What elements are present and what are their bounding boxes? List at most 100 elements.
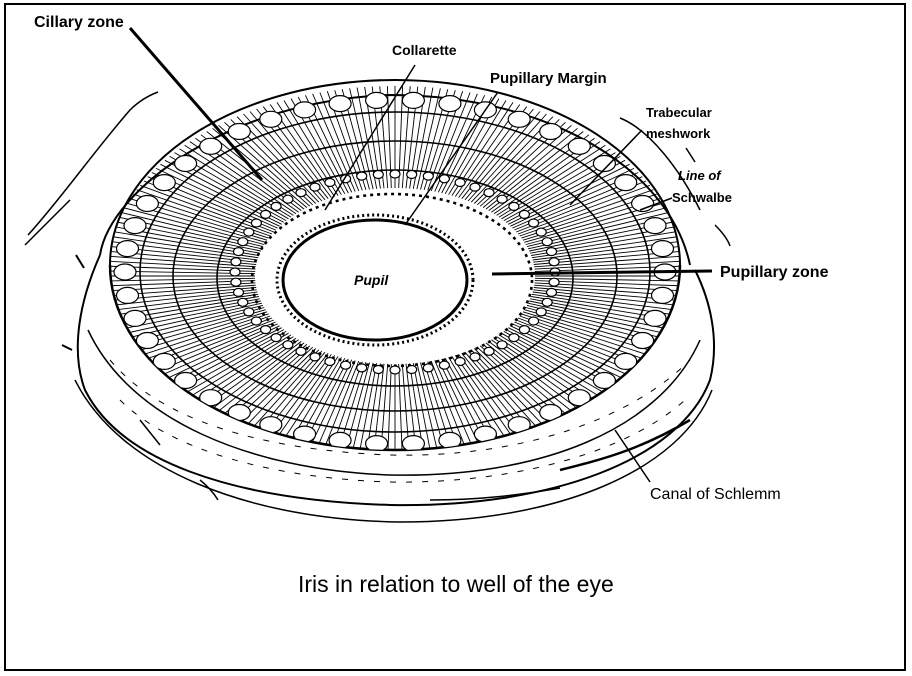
label-collarette: Collarette [392,42,457,58]
label-line-of-schwalbe-line1: Line of [678,168,721,183]
collarette-crypt [296,347,306,355]
collarette-crypt [439,361,449,369]
collarette-crypt [261,326,271,334]
collarette-crypt [325,358,335,366]
iris-crypt [652,241,674,257]
collarette-crypt [529,317,539,325]
collarette-crypt [283,195,293,203]
iris-crypt [644,218,666,234]
collarette-crypt [547,248,557,256]
collarette-crypt [509,202,519,210]
collarette-crypt [357,364,367,372]
collarette-crypt [547,288,557,296]
collarette-crypt [238,238,248,246]
collarette-crypt [407,366,417,374]
collarette-crypt [549,278,559,286]
collarette-crypt [536,228,546,236]
collarette-crypt [231,258,241,266]
iris-crypt [329,96,351,112]
iris-crypt [260,111,282,127]
iris-crypt [117,287,139,303]
iris-crypt [136,196,158,212]
iris-crypt [366,436,388,452]
collarette-crypt [244,228,254,236]
collarette-crypt [283,341,293,349]
collarette-crypt [470,353,480,361]
label-line-of-schwalbe-line2: Schwalbe [672,190,732,205]
collarette-crypt [519,210,529,218]
iris-crypt [508,111,530,127]
collarette-crypt [244,308,254,316]
collarette-crypt [484,347,494,355]
collarette-crypt [230,268,240,276]
iris-crypt [540,405,562,421]
collarette-crypt [390,366,400,374]
collarette-crypt [261,210,271,218]
iris-crypt [228,405,250,421]
iris-crypt [402,436,424,452]
iris-crypt [568,390,590,406]
iris-crypt [153,175,175,191]
iris-crypt [136,333,158,349]
iris-crypt [568,138,590,154]
collarette-crypt [549,258,559,266]
collarette-crypt [341,361,351,369]
collarette-crypt [455,358,465,366]
label-pupil: Pupil [354,272,388,288]
iris-crypt [402,92,424,108]
iris-crypt [175,156,197,172]
iris-crypt [439,96,461,112]
collarette-crypt [497,341,507,349]
collarette-crypt [373,366,383,374]
label-ciliary-zone: Cillary zone [34,14,124,32]
collarette-crypt [251,219,261,227]
collarette-crypt [234,248,244,256]
collarette-crypt [423,172,433,180]
collarette-crypt [542,298,552,306]
collarette-crypt [455,179,465,187]
collarette-crypt [536,308,546,316]
collarette-crypt [373,171,383,179]
collarette-crypt [310,353,320,361]
collarette-crypt [423,364,433,372]
iris-crypt [124,310,146,326]
collarette-crypt [234,288,244,296]
collarette-crypt [509,334,519,342]
collarette-crypt [357,172,367,180]
collarette-crypt [542,238,552,246]
collarette-crypt [296,189,306,197]
collarette-crypt [484,189,494,197]
label-pupillary-zone: Pupillary zone [720,264,828,282]
iris-crypt [632,333,654,349]
collarette-crypt [390,170,400,178]
label-trabecular-line1: Trabecular [646,105,712,120]
collarette-crypt [497,195,507,203]
iris-crypt [124,218,146,234]
iris-crypt [114,264,136,280]
collarette-crypt [251,317,261,325]
collarette-crypt [407,171,417,179]
iris-crypt [540,124,562,140]
label-trabecular-line2: meshwork [646,126,710,141]
collarette-crypt [310,183,320,191]
collarette-crypt [529,219,539,227]
iris-crypt [200,390,222,406]
collarette-crypt [439,175,449,183]
iris-crypt [117,241,139,257]
iris-crypt [366,92,388,108]
iris-crypt [294,102,316,118]
iris-crypt [228,124,250,140]
label-canal-of-schlemm: Canal of Schlemm [650,486,781,504]
collarette-crypt [271,334,281,342]
iris-crypt [652,287,674,303]
collarette-crypt [519,326,529,334]
collarette-crypt [470,183,480,191]
collarette-crypt [325,179,335,187]
iris-crypt [644,310,666,326]
label-pupillary-margin: Pupillary Margin [490,70,607,87]
iris-crypt [615,175,637,191]
collarette-crypt [238,298,248,306]
collarette-crypt [271,202,281,210]
collarette-crypt [231,278,241,286]
figure-caption: Iris in relation to well of the eye [298,571,614,598]
